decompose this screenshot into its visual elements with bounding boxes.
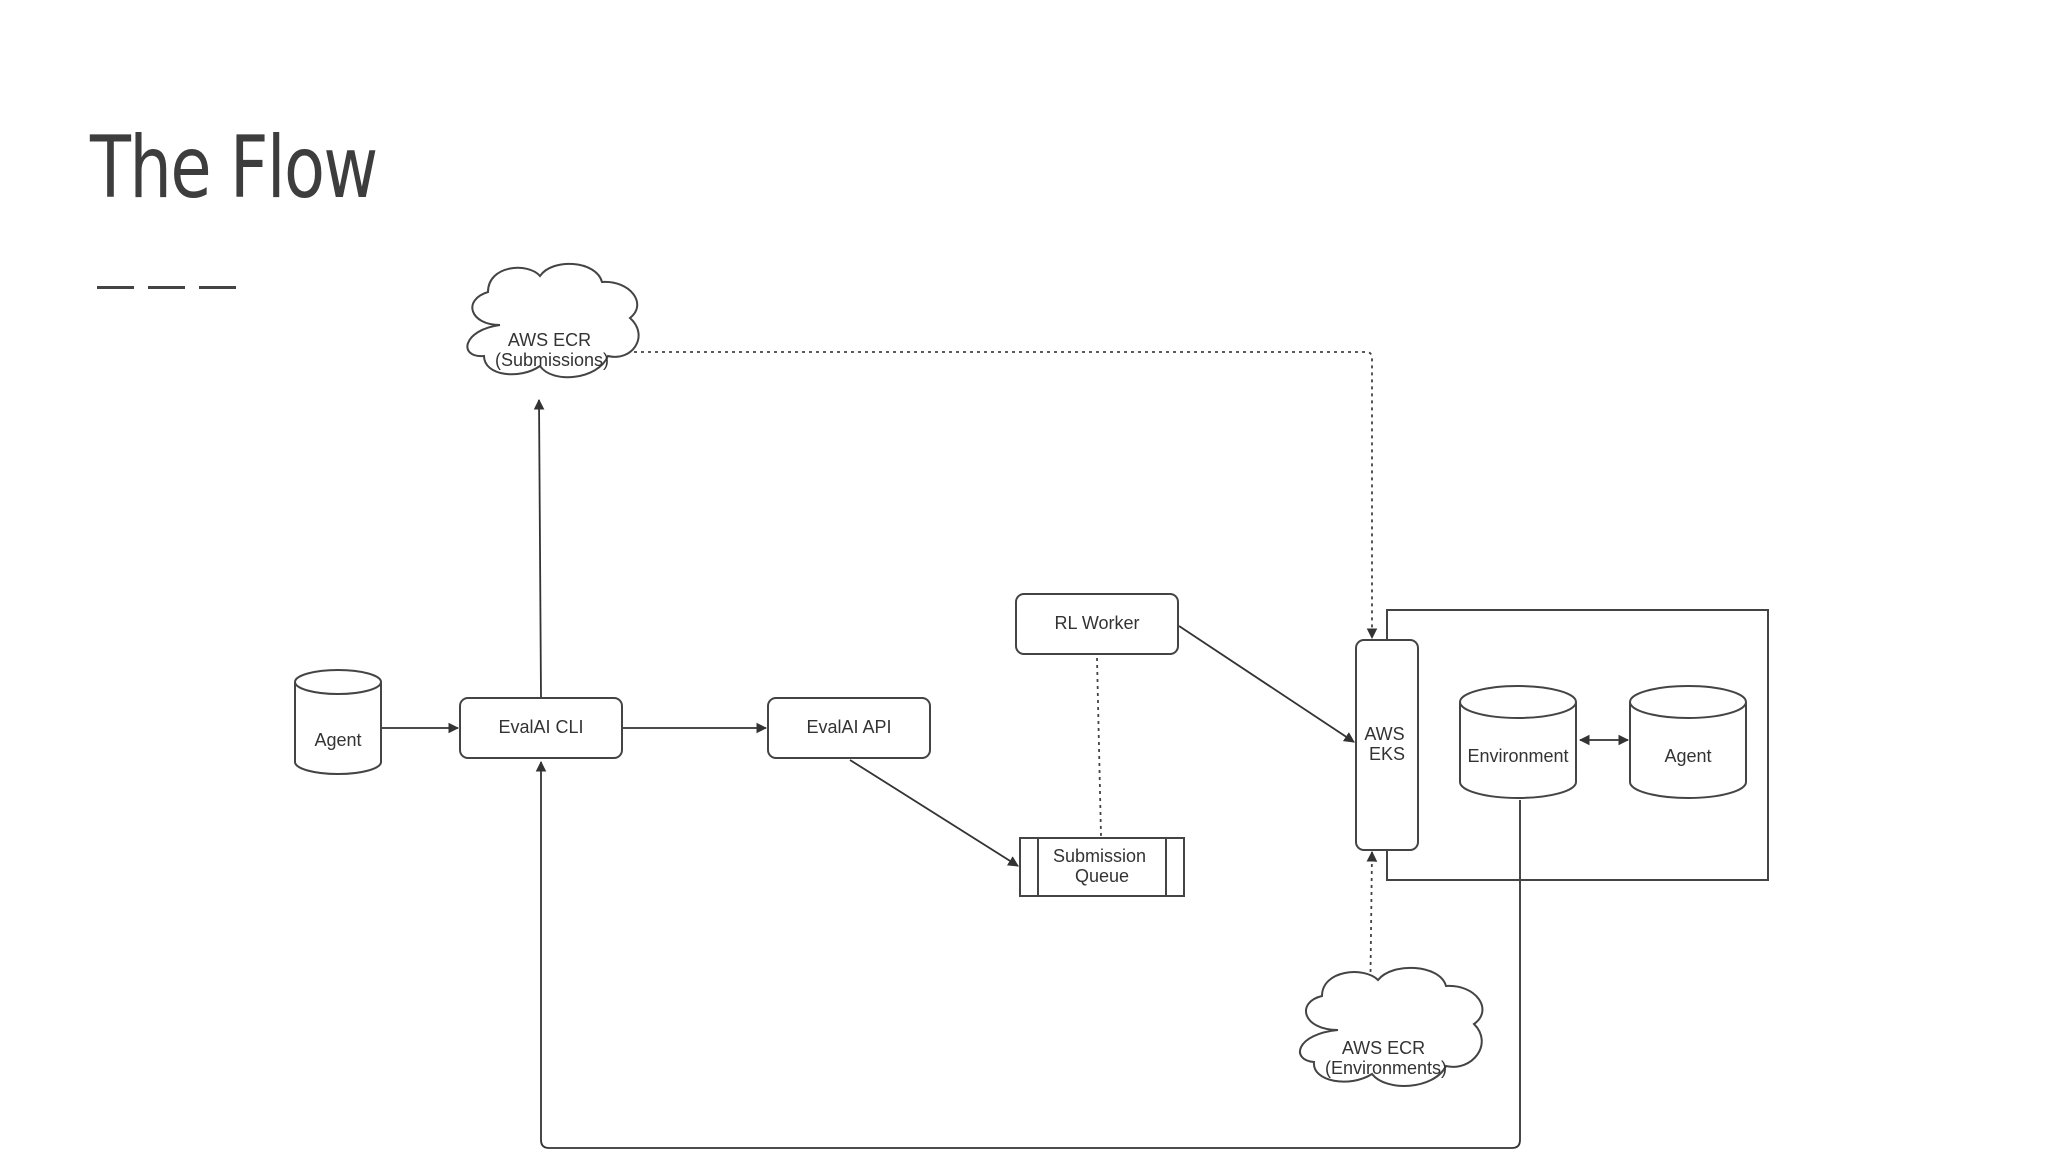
agent-left-node: Agent [294,669,382,775]
aws-ecr-environments-label: AWS ECR (Environments) [1325,1038,1447,1078]
aws-ecr-submissions-node: AWS ECR (Submissions) [466,263,640,379]
agent-left-label: Agent [314,730,361,750]
evalai-cli-node: EvalAI CLI [459,697,623,759]
edge-ecr-environments-to-eks-dotted [1366,850,1378,1015]
submission-queue-node: Submission Queue [1019,837,1185,897]
agent-right-node: Agent [1629,685,1747,799]
aws-ecr-submissions-label: AWS ECR (Submissions) [495,330,609,370]
slide-title: The Flow [90,118,378,218]
title-divider [97,286,236,289]
submission-queue-label: Submission Queue [1053,846,1151,886]
evalai-api-label: EvalAI API [806,717,891,737]
edge-ecr-submissions-to-eks-dotted [634,351,1378,640]
edge-worker-to-eks [1178,625,1355,743]
rl-worker-label: RL Worker [1054,613,1139,633]
aws-eks-label: AWS EKS [1364,724,1409,764]
edge-environment-to-cli [535,760,1521,1149]
evalai-cli-label: EvalAI CLI [498,717,583,737]
environment-label: Environment [1467,746,1568,766]
agent-right-label: Agent [1664,746,1711,766]
rl-worker-node: RL Worker [1015,593,1179,655]
edge-worker-to-queue-dotted [1096,657,1102,837]
edges [382,351,1630,1149]
edge-api-to-queue [849,759,1019,867]
evalai-api-node: EvalAI API [767,697,931,759]
edge-cli-to-ecr-submissions [533,398,545,698]
environment-node: Environment [1459,685,1577,799]
aws-eks-node: AWS EKS [1355,639,1419,851]
aws-ecr-environments-node: AWS ECR (Environments) [1298,967,1484,1087]
